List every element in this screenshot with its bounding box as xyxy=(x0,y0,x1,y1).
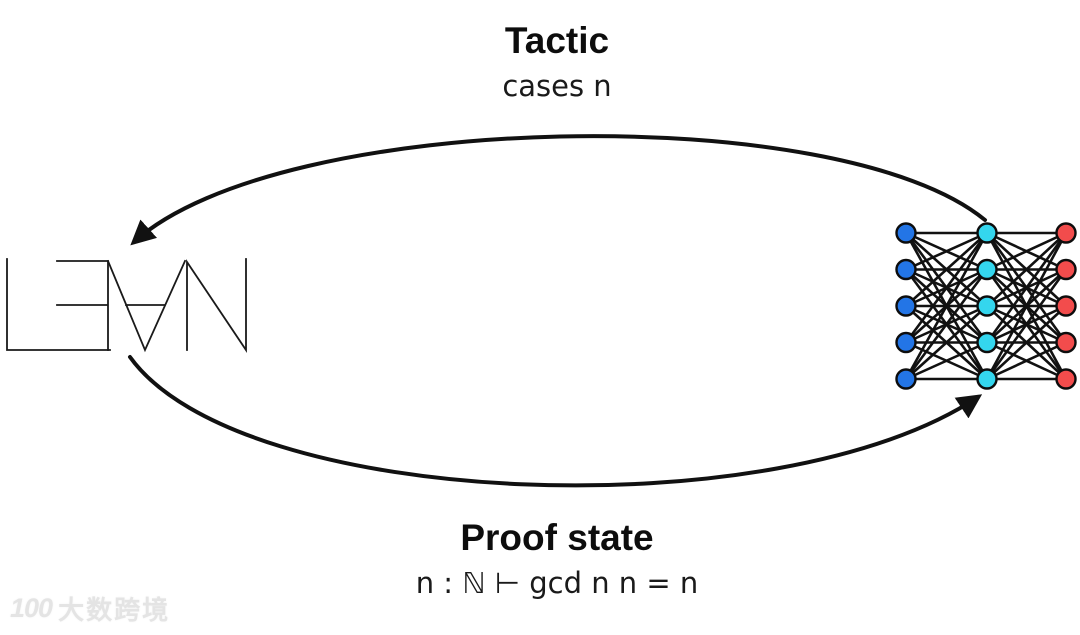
hidden-layer-node xyxy=(976,258,998,281)
neural-network-diagram xyxy=(895,222,1077,390)
lean-logo-letter-exists xyxy=(56,260,109,351)
output-layer-node xyxy=(1055,368,1077,390)
output-layer-node xyxy=(1055,331,1077,354)
input-layer-node xyxy=(895,368,917,390)
input-layer-node xyxy=(895,331,917,354)
network-edge xyxy=(986,341,1067,381)
hidden-layer-node xyxy=(976,295,998,317)
watermark-100-icon: 100 xyxy=(10,593,53,623)
output-layer-node xyxy=(1055,295,1077,317)
network-edge xyxy=(986,305,1067,380)
network-edge xyxy=(904,232,989,380)
arrow-tactic-to-lean xyxy=(130,134,987,246)
lean-logo xyxy=(6,258,247,353)
watermark: 100 大数跨境 xyxy=(10,590,170,627)
hidden-layer-node xyxy=(976,368,998,390)
input-layer-node xyxy=(895,258,917,281)
lean-logo-letter-forall xyxy=(106,259,187,353)
network-edge xyxy=(985,268,1068,380)
network-edge xyxy=(905,341,988,381)
network-edge xyxy=(985,232,1068,380)
network-edge xyxy=(905,231,988,271)
network-edge xyxy=(904,268,989,380)
watermark-text: 大数跨境 xyxy=(58,595,171,625)
lean-logo-letter-N xyxy=(186,258,247,353)
output-layer-node xyxy=(1055,222,1077,244)
input-layer-node xyxy=(895,295,917,317)
input-layer-node xyxy=(895,222,917,244)
arrow-proofstate-to-network xyxy=(128,355,983,488)
output-layer-node xyxy=(1055,258,1077,281)
hidden-layer-node xyxy=(976,331,998,354)
network-edge xyxy=(986,232,1067,307)
network-edge xyxy=(986,231,1067,271)
network-edge xyxy=(905,305,988,380)
lean-logo-letter-L xyxy=(6,258,111,351)
network-edge xyxy=(904,232,989,344)
network-edge xyxy=(985,232,1068,344)
network-edge xyxy=(905,232,988,307)
hidden-layer-node xyxy=(976,222,998,244)
